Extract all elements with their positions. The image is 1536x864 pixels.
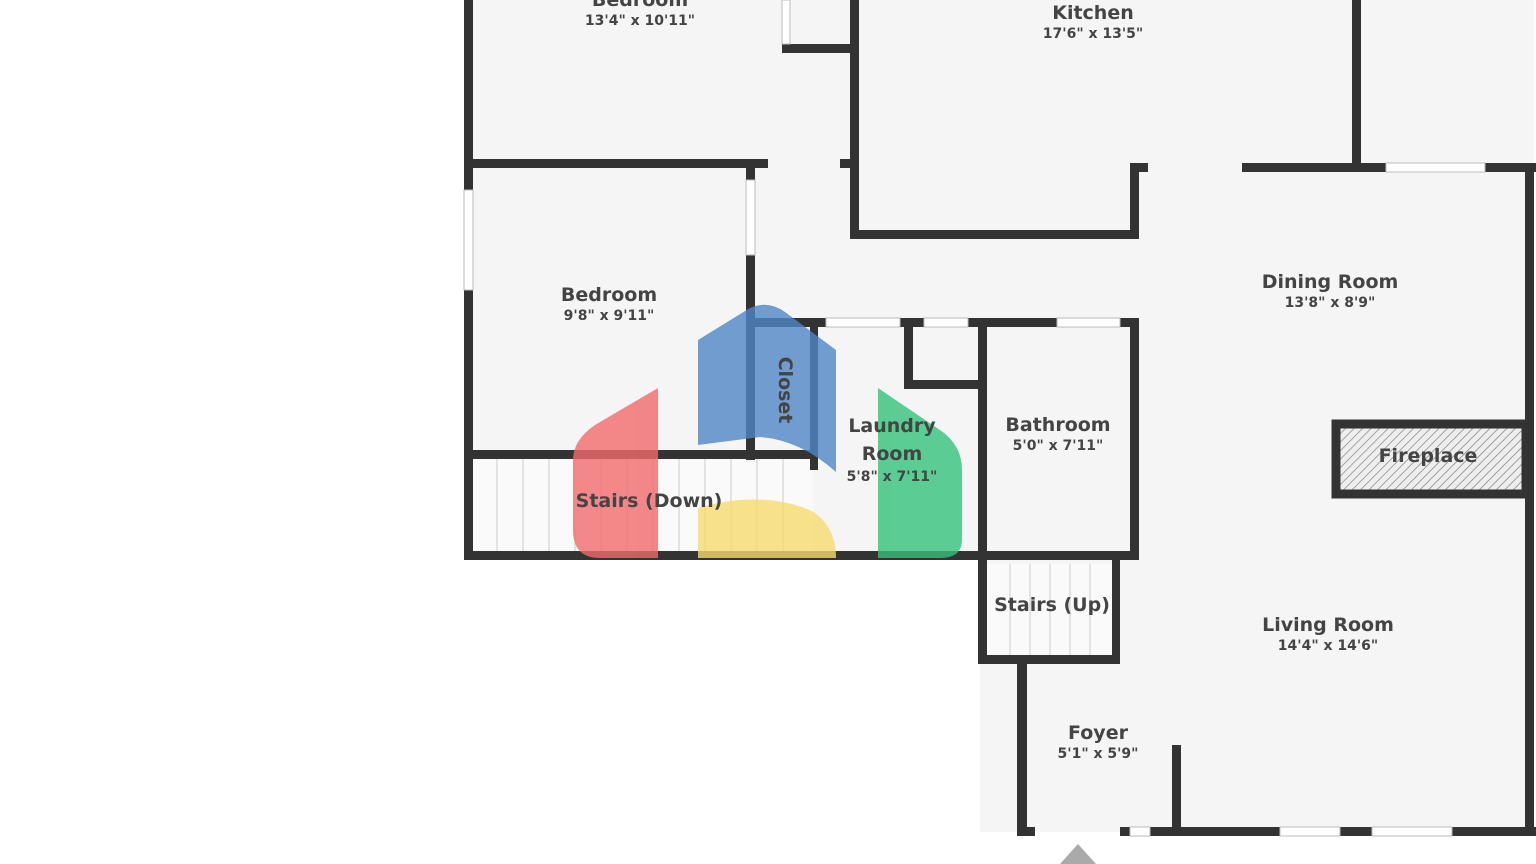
windows [463,0,1486,837]
room-label-bedroom-top: Bedroom 13'4" x 10'11" [585,0,695,30]
room-dims: 17'6" x 13'5" [1042,26,1144,42]
entrance-arrow-icon [1060,844,1096,864]
room-name: Bedroom [560,284,658,306]
blue-shape [698,304,836,472]
room-name: Foyer [1068,722,1128,744]
room-label-kitchen: Kitchen 17'6" x 13'5" [1043,1,1143,43]
room-dims: 5'1" x 5'9" [1057,746,1139,762]
room-dims: 5'0" x 7'11" [1012,438,1104,454]
room-label-living-room: Living Room 14'4" x 14'6" [1262,613,1394,655]
room-name: Bedroom [591,0,689,11]
room-label-fireplace: Fireplace [1379,444,1478,468]
room-label-laundry-room: Laundry Room 5'8" x 7'11" [842,412,942,486]
room-name: Living Room [1262,614,1394,636]
logo-overlay [573,304,962,558]
stairs-up [987,564,1112,655]
room-name: Bathroom [1005,414,1111,436]
room-name: Closet [774,356,796,424]
room-name: Laundry Room [848,415,936,465]
room-label-bedroom: Bedroom 9'8" x 9'11" [561,283,657,325]
room-name: Kitchen [1052,2,1134,24]
room-dims: 13'4" x 10'11" [584,13,696,29]
floor-areas [468,0,1534,832]
room-label-stairs-up: Stairs (Up) [994,593,1110,617]
room-name: Stairs (Up) [994,594,1110,616]
room-dims: 13'8" x 8'9" [1284,295,1376,311]
yellow-shape [698,499,836,558]
room-label-stairs-down: Stairs (Down) [576,489,723,513]
green-shape [878,388,962,558]
red-shape [573,388,658,558]
room-name: Dining Room [1261,271,1399,293]
room-label-foyer: Foyer 5'1" x 5'9" [1058,721,1139,763]
room-name: Stairs (Down) [575,490,723,512]
room-label-bathroom: Bathroom 5'0" x 7'11" [1005,413,1110,455]
fireplace [1331,419,1531,499]
room-name: Fireplace [1378,445,1478,467]
room-label-closet: Closet [773,357,797,424]
room-dims: 14'4" x 14'6" [1277,638,1379,654]
room-dims: 9'8" x 9'11" [563,308,655,324]
room-label-dining-room: Dining Room 13'8" x 8'9" [1262,270,1399,312]
room-dims: 5'8" x 7'11" [846,469,938,485]
